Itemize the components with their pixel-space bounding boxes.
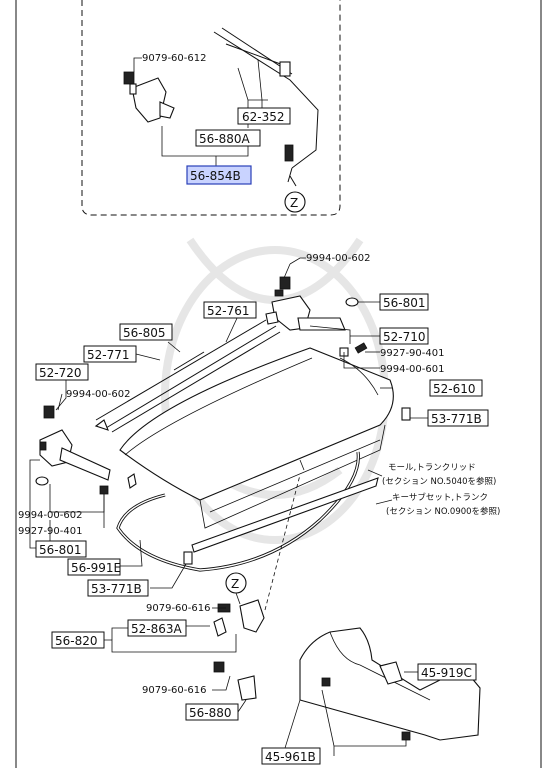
ref-circle-z-top xyxy=(284,191,306,213)
note-key-subset-line1: キーサブセット,トランク xyxy=(392,492,488,503)
bumper-stopper-right xyxy=(401,407,411,421)
label-9994-00-602-left: 9994-00-602 xyxy=(66,389,130,400)
box-52-771 xyxy=(83,345,137,363)
box-56-801-left xyxy=(35,540,87,558)
hinge-left xyxy=(35,405,137,495)
box-45-961B xyxy=(261,747,321,765)
label-56-820: 56-820 xyxy=(55,634,98,648)
label-9927-90-401-left: 9927-90-401 xyxy=(18,526,82,537)
release-handle xyxy=(123,71,175,123)
label-52-710: 52-710 xyxy=(383,330,426,344)
garnish-moulding xyxy=(191,477,379,553)
label-9079-60-616-a: 9079-60-616 xyxy=(146,603,210,614)
label-9927-90-401-right: 9927-90-401 xyxy=(380,348,444,359)
label-9079-60-616-b: 9079-60-616 xyxy=(142,685,206,696)
label-45-919C: 45-919C xyxy=(421,666,472,680)
trunk-lid xyxy=(119,347,394,529)
box-62-352 xyxy=(237,107,291,125)
trunk-lock-assembly xyxy=(213,599,265,701)
box-56-880A xyxy=(195,129,261,147)
box-53-771B-right xyxy=(427,409,489,427)
box-53-771B-left xyxy=(87,579,149,597)
box-52-720 xyxy=(35,363,89,381)
label-56-801-top: 56-801 xyxy=(383,296,426,310)
box-56-820 xyxy=(51,631,105,649)
label-62-352: 62-352 xyxy=(242,110,285,124)
label-9079-60-612: 9079-60-612 xyxy=(142,53,206,64)
body-striker-area xyxy=(284,627,481,749)
note-moulding-line1: モール,トランクリッド xyxy=(388,463,476,473)
label-53-771B-right: 53-771B xyxy=(431,412,482,426)
label-56-991E: 56-991E xyxy=(71,561,121,575)
box-56-991E xyxy=(67,558,121,576)
torsion-bars xyxy=(94,311,281,433)
box-52-863A xyxy=(127,619,187,637)
label-9994-00-601: 9994-00-601 xyxy=(380,364,444,375)
label-53-771B-left: 53-771B xyxy=(91,582,142,596)
box-56-801-top xyxy=(379,293,429,311)
bumper-stopper-left xyxy=(183,551,193,565)
box-52-610 xyxy=(429,379,483,397)
release-cable-assembly xyxy=(213,27,319,187)
label-56-854B: 56-854B xyxy=(190,169,241,183)
label-52-610: 52-610 xyxy=(433,382,476,396)
box-52-710 xyxy=(379,327,429,345)
label-52-761: 52-761 xyxy=(207,304,250,318)
label-52-771: 52-771 xyxy=(87,348,130,362)
box-56-805 xyxy=(119,323,173,341)
label-56-880: 56-880 xyxy=(189,706,232,720)
label-56-801-left: 56-801 xyxy=(39,543,82,557)
detail-frame xyxy=(81,0,341,216)
label-9994-00-602-bottom: 9994-00-602 xyxy=(18,510,82,521)
label-9994-00-602-top: 9994-00-602 xyxy=(306,253,370,264)
note-key-subset-line2: (セクション NO.0900を参照) xyxy=(386,506,500,517)
box-45-919C xyxy=(417,663,477,681)
note-moulding-line2: (セクション NO.5040を参照) xyxy=(382,476,496,487)
label-56-805: 56-805 xyxy=(123,326,166,340)
label-52-720: 52-720 xyxy=(39,366,82,380)
box-56-854B-highlighted xyxy=(186,165,252,185)
ref-z-top: Z xyxy=(290,196,298,210)
box-56-880 xyxy=(185,703,239,721)
label-45-961B: 45-961B xyxy=(265,750,316,764)
label-56-880A: 56-880A xyxy=(199,132,251,146)
ref-z-bottom: Z xyxy=(231,577,239,591)
box-52-761 xyxy=(203,301,257,319)
label-52-863A: 52-863A xyxy=(131,622,183,636)
